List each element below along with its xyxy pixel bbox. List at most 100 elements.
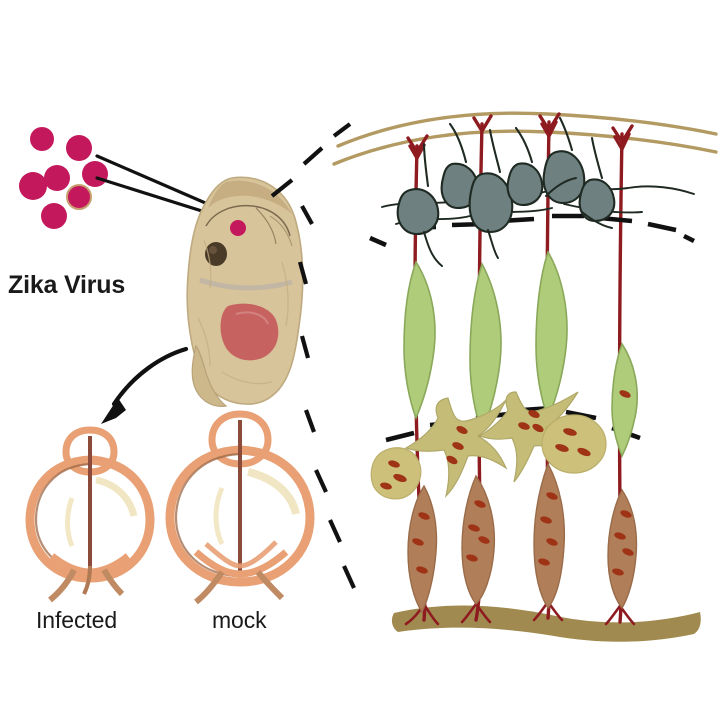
membrane-line-outer	[336, 111, 718, 148]
ganglion-cell	[440, 162, 480, 210]
arrow-curve	[111, 346, 189, 407]
viral-inclusion	[528, 410, 540, 418]
photoreceptor-cell	[533, 462, 566, 610]
green-cell	[469, 261, 502, 435]
viral-inclusion	[380, 482, 392, 490]
inclusion-group	[412, 512, 430, 574]
viral-inclusion	[446, 455, 458, 465]
virus-particle	[41, 203, 67, 229]
vessel-root-group	[404, 600, 636, 626]
infection-outcome-arrow	[101, 346, 189, 424]
viral-inclusion	[456, 425, 468, 435]
blood-vessel-arrow-tip	[538, 112, 561, 134]
viral-inclusion	[546, 492, 558, 500]
embryo-brain-contour	[255, 207, 277, 245]
viral-inclusion	[546, 538, 558, 546]
embryo-head-shading	[208, 180, 292, 214]
inclusion-group	[466, 500, 490, 562]
brain-stem-center	[82, 565, 92, 595]
ganglion-cell	[542, 150, 586, 205]
blood-vessel-arrow-tip	[406, 134, 429, 156]
inclusion-group	[555, 428, 591, 457]
photoreceptor-cell	[607, 488, 638, 610]
embryo-brain-contour	[269, 215, 293, 247]
embryo-interior-highlight	[235, 311, 269, 325]
viral-inclusion	[619, 390, 631, 398]
ganglion-axon	[590, 136, 604, 180]
virus-particle-cluster	[19, 127, 108, 229]
green-cell-layer	[403, 250, 639, 458]
inclusion-group	[612, 510, 634, 576]
astrocyte-cell	[478, 391, 579, 483]
inner-limiting-membrane	[332, 111, 718, 166]
viral-inclusion	[418, 512, 430, 520]
ganglion-cell	[468, 172, 514, 234]
brain-stem-right	[101, 568, 125, 597]
blood-vessel-arrow-tip	[611, 124, 634, 146]
round-cell	[370, 447, 422, 500]
brain-stem-right	[255, 570, 285, 601]
viral-inclusion	[412, 538, 424, 546]
virus-particle	[66, 135, 92, 161]
embryo-brain-contour	[205, 204, 291, 237]
mock-brain-label: mock	[212, 607, 267, 633]
ganglion-dendrite-branch	[581, 211, 613, 229]
brain-stem-left	[48, 568, 77, 603]
ganglion-axon	[488, 128, 502, 174]
viral-inclusion	[393, 474, 407, 482]
viral-inclusion	[468, 524, 480, 532]
ganglion-dendrite-branch	[545, 177, 577, 197]
viral-inclusion	[555, 444, 569, 452]
viral-inclusion	[532, 423, 544, 433]
ganglion-cells	[396, 150, 616, 236]
ganglion-cell	[396, 188, 440, 236]
ganglion-axon	[448, 122, 468, 164]
zika-virus-label: Zika Virus	[8, 271, 126, 299]
brain-stem-left	[194, 570, 225, 605]
inclusion-group	[446, 425, 468, 465]
inclusion-group	[380, 460, 407, 490]
blood-vessel-arrow-tip	[540, 120, 558, 140]
virus-particle	[44, 165, 70, 191]
brain-infected	[25, 426, 155, 603]
viral-inclusion	[388, 460, 400, 468]
round-cell	[541, 414, 607, 474]
viral-inclusion	[612, 568, 624, 576]
embryo-groove	[199, 277, 293, 291]
virus-particle	[19, 172, 47, 200]
round-cell-layer	[370, 414, 607, 500]
brain-inner-sheen	[213, 486, 225, 546]
brain-olfactory-bulb	[208, 410, 272, 468]
injection-site-dot	[230, 220, 246, 236]
blood-vessel-arrow-tip	[408, 143, 426, 162]
ganglion-axon	[514, 126, 534, 164]
brain-inner-sheen	[65, 497, 75, 547]
ganglion-dendrite-tails	[423, 177, 613, 267]
viral-inclusion	[563, 428, 577, 436]
viral-inclusion	[614, 532, 626, 540]
photoreceptor-cell	[461, 474, 496, 606]
arrow-head	[101, 398, 126, 424]
mouse-embryo	[186, 176, 304, 407]
brain-cerebellum-fold	[204, 540, 278, 569]
photoreceptor-layer	[407, 462, 638, 614]
brain-inner-sheen	[95, 476, 138, 517]
green-cell	[611, 342, 639, 458]
brain-hemispheres	[165, 445, 315, 587]
green-cell	[535, 250, 568, 421]
viral-inclusion	[416, 566, 428, 574]
brain-inner-sheen	[246, 468, 300, 516]
green-cell	[403, 260, 436, 421]
viral-inclusion	[478, 536, 490, 544]
infected-brain-label: Infected	[36, 607, 118, 633]
viral-inclusion	[540, 516, 552, 524]
viral-inclusion	[466, 554, 478, 562]
virus-particle	[82, 161, 108, 187]
inclusion-group	[538, 492, 558, 566]
brain-mock	[165, 410, 315, 605]
membrane-line-inner	[332, 129, 718, 166]
viral-inclusion	[622, 548, 634, 556]
ganglion-axon	[422, 142, 430, 188]
